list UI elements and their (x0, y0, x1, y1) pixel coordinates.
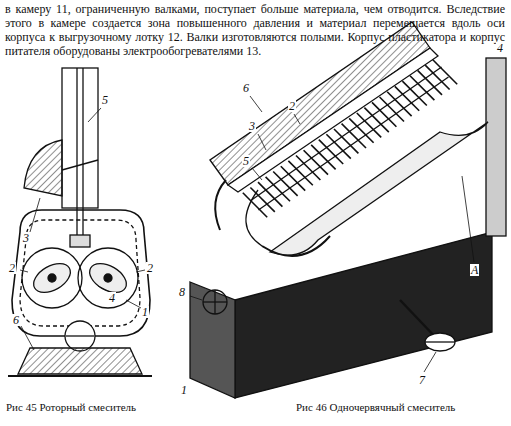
housing (12, 210, 150, 336)
screw-thread (364, 108, 388, 132)
screw-thread (281, 166, 305, 190)
single-screw-mixer (190, 22, 506, 398)
hopper-hood (24, 140, 62, 196)
handwheel (425, 333, 455, 351)
screw-thread (266, 177, 290, 201)
screw-thread (395, 86, 419, 110)
ram (70, 235, 90, 247)
callout-number: 7 (418, 374, 426, 386)
screw-thread (372, 102, 396, 126)
handwheel (203, 290, 227, 314)
ram-rod (82, 68, 83, 245)
handwheel-spoke (214, 290, 215, 314)
gate-line (66, 335, 94, 336)
leader-line (294, 114, 300, 124)
screw-thread (250, 187, 274, 211)
leader-line (258, 134, 266, 150)
leader-line (88, 108, 101, 122)
screw-thread (296, 156, 320, 180)
callout-number: 6 (12, 314, 20, 326)
screw-thread (342, 124, 366, 148)
body-text: в камеру 11, ограниченную валками, посту… (5, 2, 505, 58)
screw-thread (258, 182, 282, 206)
screw-thread (326, 134, 350, 158)
callout-number: 5 (101, 94, 109, 106)
screw-thread (418, 70, 442, 94)
screw-thread (334, 129, 358, 153)
ground (8, 375, 152, 377)
screw-shaft (258, 77, 448, 210)
screw-thread (380, 97, 404, 121)
lower-trough (270, 122, 488, 255)
callout-number: 8 (178, 286, 186, 298)
ram-rod (76, 68, 77, 245)
base (18, 348, 142, 374)
leader-line (20, 270, 28, 272)
rotary-mixer (8, 68, 152, 376)
callout-number: 3 (22, 232, 30, 244)
screw-thread (304, 150, 328, 174)
callout-number: 2 (288, 100, 296, 112)
rotor-shaft (48, 274, 56, 282)
callout-number: 2 (8, 262, 16, 274)
end-support (486, 58, 506, 236)
half-ring (215, 180, 226, 230)
leader-line (21, 326, 34, 350)
screw-shaft (252, 67, 442, 200)
handwheel-spoke (425, 341, 455, 342)
base-end (190, 282, 235, 398)
callout-number: 1 (180, 384, 188, 396)
callout-number: 2 (146, 262, 154, 274)
leader-line (126, 300, 141, 308)
base-frame (235, 232, 492, 398)
callout-number: 1 (141, 306, 149, 318)
leader-line (462, 176, 474, 262)
screw (243, 60, 457, 217)
screw-thread (319, 140, 343, 164)
callout-number: 6 (242, 82, 250, 94)
callout-number: 3 (248, 120, 256, 132)
callout-number: A (470, 264, 479, 276)
rotor (22, 248, 82, 308)
leader-line (30, 198, 40, 232)
discharge-gate (65, 321, 95, 351)
screw-thread (425, 65, 449, 89)
screw-thread (311, 145, 335, 169)
screw-thread (288, 161, 312, 185)
screw-thread (387, 92, 411, 116)
screw-thread (402, 81, 426, 105)
leader-line (252, 168, 262, 180)
figure-caption: Рис 45 Роторный смеситель (6, 402, 136, 413)
screw-thread (357, 113, 381, 137)
heating-jacket (20, 220, 140, 326)
screw-thread (410, 76, 434, 100)
screw-thread (349, 118, 373, 142)
screw-thread (273, 172, 297, 196)
leader-line (190, 296, 202, 300)
screw-thread (433, 60, 457, 84)
leader-line (136, 270, 145, 272)
callout-number: 4 (496, 42, 504, 54)
rotor (78, 248, 138, 308)
flap (62, 160, 98, 170)
callout-number: 4 (108, 292, 116, 304)
leader-line (250, 96, 262, 112)
feed-chute (62, 68, 98, 208)
half-ring (262, 236, 330, 256)
screw-thread (243, 193, 267, 217)
leader-line (424, 352, 436, 372)
figure-caption: Рис 46 Одночервячный смеситель (296, 402, 455, 413)
rotor-blade (29, 258, 76, 299)
rotor-shaft (104, 274, 112, 282)
callout-number: 5 (242, 155, 250, 167)
